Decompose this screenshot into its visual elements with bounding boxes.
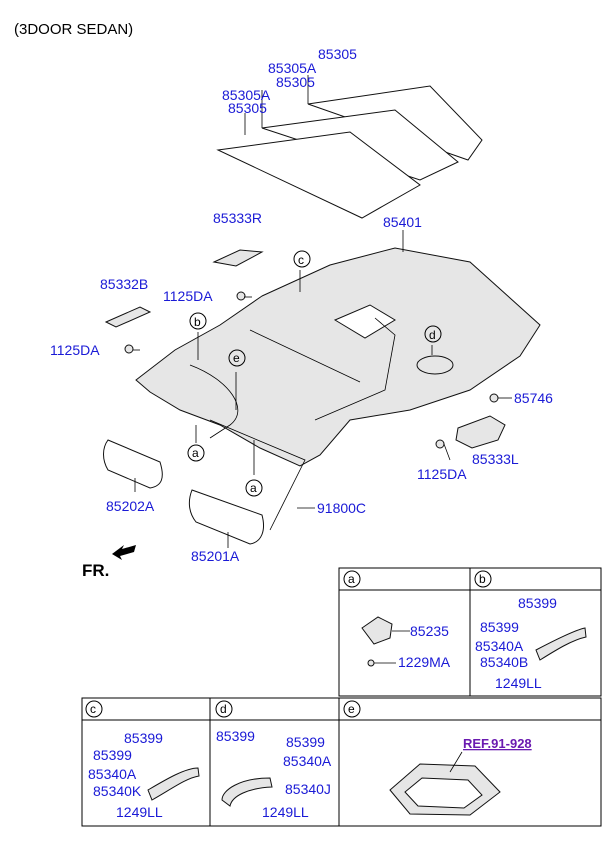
detail-c-85399-2: 85399: [93, 747, 132, 763]
detail-b-85399-2: 85399: [480, 619, 519, 635]
detail-a-callout: a: [348, 572, 355, 586]
detail-a: a 85235 1229MA: [343, 570, 451, 670]
main-callouts: c b e d a a: [187, 250, 442, 497]
callout-b-main: b: [194, 315, 201, 329]
detail-c-1249LL: 1249LL: [116, 804, 163, 820]
detail-c-85399-1: 85399: [124, 730, 163, 746]
label-85333L: 85333L: [472, 451, 519, 467]
detail-d-callout: d: [220, 702, 227, 716]
label-85305A-3: 85305A: [222, 87, 271, 103]
detail-b: b 85399 85399 85340A 85340B 1249LL: [474, 570, 587, 691]
detail-e: e REF.91-928: [343, 700, 532, 816]
detail-d-1249LL: 1249LL: [262, 804, 309, 820]
roof-strips: [216, 75, 483, 219]
detail-d-85340A: 85340A: [283, 753, 332, 769]
detail-e-callout: e: [348, 702, 355, 716]
part-labels: 85305 85305A 85305 85305A 85305 85401 85…: [50, 46, 553, 564]
label-85305-4: 85305: [228, 100, 267, 116]
front-label: FR.: [82, 561, 109, 580]
callout-c-main: c: [298, 253, 304, 267]
brackets: [104, 249, 512, 461]
detail-c-85340K: 85340K: [93, 783, 142, 799]
label-85401: 85401: [383, 214, 422, 230]
detail-c-callout: c: [90, 702, 96, 716]
detail-d: d 85399 85399 85340A 85340J 1249LL: [215, 700, 332, 820]
label-1125DA-c: 1125DA: [417, 466, 467, 482]
detail-c: c 85399 85399 85340A 85340K 1249LL: [85, 700, 200, 820]
detail-b-1249LL: 1249LL: [495, 675, 542, 691]
page-title: (3DOOR SEDAN): [14, 21, 133, 38]
label-85305-top: 85305: [318, 46, 357, 62]
label-85332B: 85332B: [100, 276, 148, 292]
label-85202A: 85202A: [106, 498, 155, 514]
label-85333R: 85333R: [213, 210, 262, 226]
callout-d-main: d: [429, 328, 436, 342]
detail-b-85340B: 85340B: [480, 654, 528, 670]
front-arrow-icon: [112, 545, 136, 560]
detail-a-85235: 85235: [410, 623, 449, 639]
label-85746: 85746: [514, 390, 553, 406]
headlining-panel: [135, 230, 541, 531]
label-1125DA-a: 1125DA: [163, 288, 213, 304]
detail-b-callout: b: [479, 572, 486, 586]
label-85305A-1: 85305A: [268, 60, 317, 76]
detail-c-85340A: 85340A: [88, 766, 137, 782]
callout-a-main-2: a: [250, 481, 257, 495]
detail-d-85399-1: 85399: [216, 728, 255, 744]
sun-visors: [103, 439, 264, 548]
front-direction: FR.: [82, 545, 136, 580]
label-85305-2: 85305: [276, 74, 315, 90]
detail-e-ref-link[interactable]: REF.91-928: [463, 736, 532, 751]
label-85201A: 85201A: [191, 548, 240, 564]
detail-grid: [81, 567, 602, 827]
label-1125DA-b: 1125DA: [50, 342, 100, 358]
callout-a-main-1: a: [192, 446, 199, 460]
detail-b-85340A: 85340A: [475, 638, 524, 654]
label-91800C: 91800C: [317, 500, 366, 516]
detail-a-1229MA: 1229MA: [398, 654, 451, 670]
detail-d-85340J: 85340J: [285, 781, 331, 797]
detail-d-85399-2: 85399: [286, 734, 325, 750]
callout-e-main: e: [233, 351, 240, 365]
detail-b-85399-1: 85399: [518, 595, 557, 611]
